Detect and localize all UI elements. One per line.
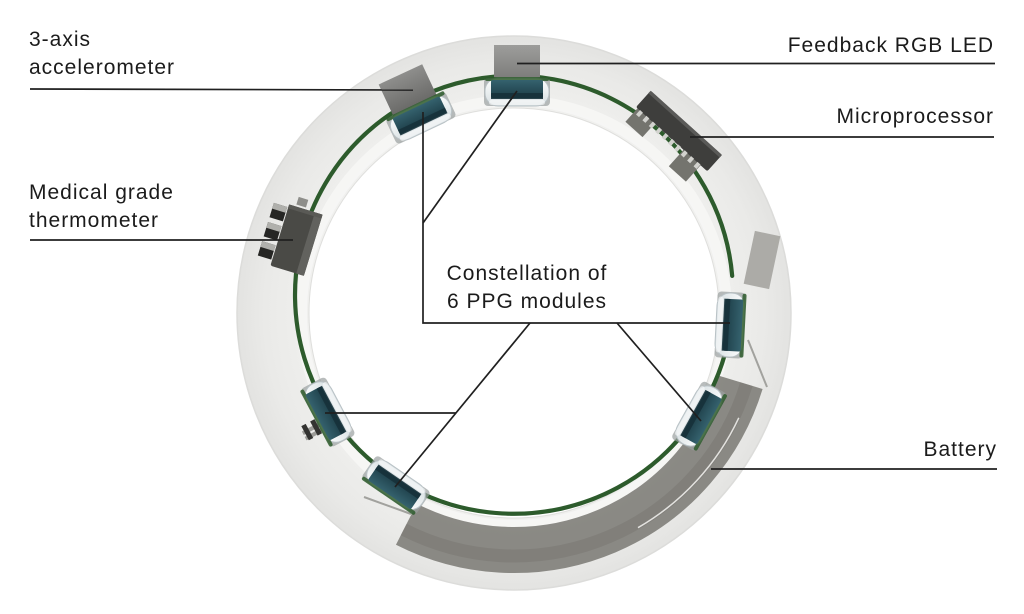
battery-highlight [637,417,740,529]
thermometer-label-line2: thermometer [29,209,160,232]
rgb-led-label: Feedback RGB LED [788,32,994,60]
battery-label: Battery [923,436,997,464]
battery-inner-stripe [400,382,753,563]
ppg-leader-bottomleft-diagonal [394,322,531,488]
ring-outer-edge [236,35,792,591]
ppg-constellation-label-line2: 6 PPG modules [446,290,608,313]
ppg-constellation-label: Constellation of 6 PPG modules [377,260,677,316]
ppg-leader-top-diagonal [422,90,518,224]
accelerometer-label: 3-axis accelerometer [29,26,175,82]
accelerometer-leader-line [29,88,414,91]
thermometer-label: Medical grade thermometer [29,179,174,235]
rgb-led-component [494,45,540,80]
microprocessor-label: Microprocessor [836,103,994,131]
smd-pad-component [743,230,781,290]
battery-component [363,339,768,574]
rgb-led-label-text: Feedback RGB LED [787,34,994,57]
thermometer-chip [257,196,323,276]
accelerometer-label-line1: 3-axis [29,28,92,51]
battery-edge-wire-left [363,496,412,515]
ppg-constellation-label-line1: Constellation of [446,262,608,285]
accelerometer-label-line2: accelerometer [29,56,176,79]
ppg-leader-bracket [422,112,730,324]
leader-lines [29,62,997,488]
ppg-leader-bottomright-diagonal [616,322,702,422]
pcb-trace [292,73,735,516]
battery-arc [395,375,763,574]
thermometer-label-line1: Medical grade [29,181,174,204]
microprocessor-label-text: Microprocessor [836,105,994,128]
thermometer-capacitors [257,196,309,260]
ppg-module [713,290,748,360]
battery-label-text: Battery [923,438,997,461]
battery-edge-wire-right [747,339,768,388]
